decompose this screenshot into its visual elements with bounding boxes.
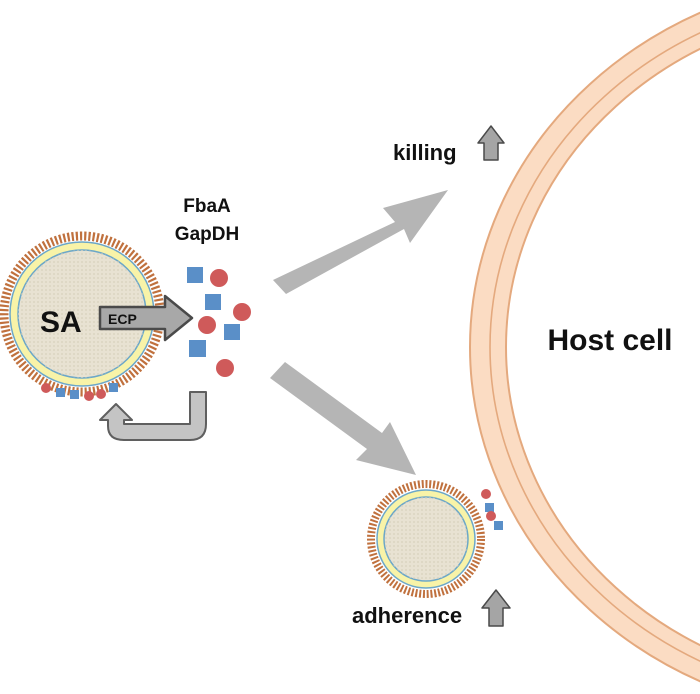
up-arrow-icon bbox=[477, 125, 505, 161]
released-proteins bbox=[187, 267, 251, 377]
up-arrow-icon bbox=[481, 589, 511, 627]
adherence-label: adherence bbox=[352, 603, 462, 628]
adhering-bacterium bbox=[367, 480, 485, 598]
sa-surface-proteins bbox=[41, 383, 118, 401]
ecp-arrow bbox=[98, 294, 194, 342]
host-cell bbox=[469, 11, 700, 683]
host-cell-label: Host cell bbox=[547, 324, 672, 357]
sa-label: SA bbox=[40, 306, 82, 339]
sa-bacterium bbox=[0, 231, 165, 397]
killing-label: killing bbox=[393, 140, 457, 165]
ecp-label: ECP bbox=[108, 311, 137, 327]
gapdh-label: GapDH bbox=[175, 224, 239, 245]
fbaa-label: FbaA bbox=[183, 196, 231, 217]
feedback-arrow bbox=[99, 391, 207, 441]
arrow-to-killing bbox=[273, 190, 448, 294]
adhesion-proteins bbox=[481, 489, 503, 530]
arrow-to-adherence bbox=[270, 362, 416, 475]
